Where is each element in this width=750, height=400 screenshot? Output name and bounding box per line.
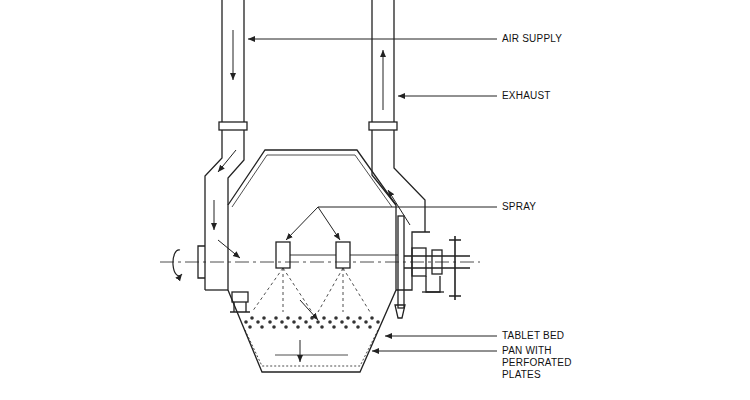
spray-gun (276, 242, 290, 268)
pipe-flange (219, 122, 247, 130)
axis-line (160, 262, 480, 263)
spray-gun (336, 242, 350, 268)
perforated-plates (245, 330, 378, 366)
exhaust-pipe (372, 0, 394, 122)
air-supply-pipe (222, 0, 244, 122)
tablet-bed (244, 316, 380, 329)
spray-pattern (252, 268, 370, 312)
rotation-arrow (173, 250, 182, 276)
part-label: EXHAUST (502, 90, 642, 102)
part-label: TABLET BED (502, 330, 642, 342)
part-label: PAN WITH PERFORATED PLATES (502, 345, 576, 381)
coating-pan (228, 150, 396, 372)
part-label: SPRAY (502, 201, 642, 213)
air-duct (205, 130, 244, 290)
pipe-flange (369, 122, 397, 130)
leader-line (248, 39, 497, 351)
part-label: AIR SUPPLY (502, 33, 642, 45)
